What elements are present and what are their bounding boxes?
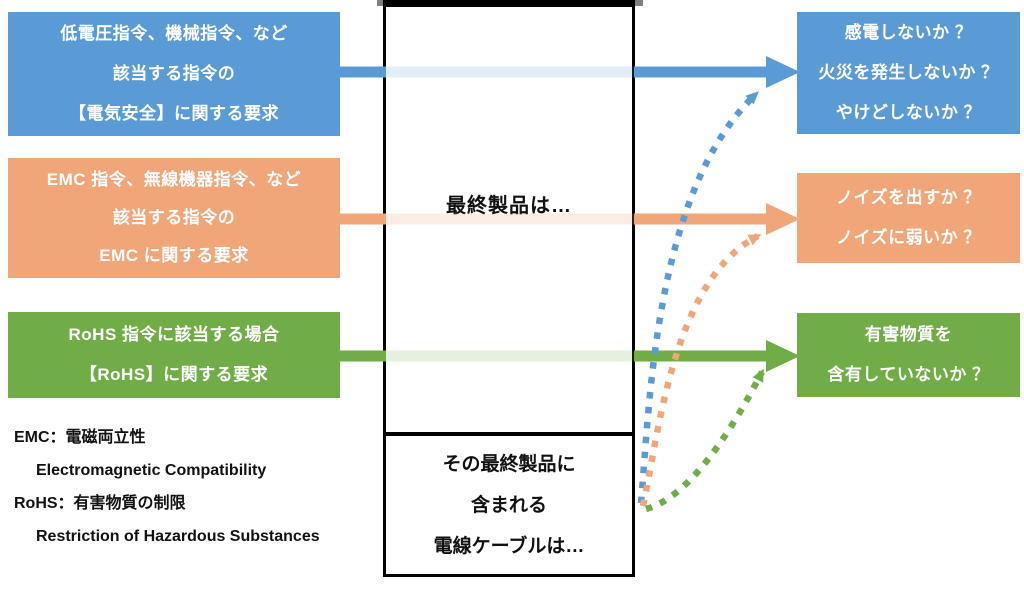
arrowhead (766, 340, 800, 372)
question-box-noise-line: ノイズを出すか ？ (836, 188, 981, 207)
abbreviation-legend: EMC：電磁両立性 Electromagnetic Compatibility … (14, 421, 320, 553)
question-box-safety-line: やけどしないか ？ (835, 103, 982, 122)
final-product-box: 最終製品は… (383, 0, 635, 435)
question-box-hazard-line: 含有していないか ？ (827, 365, 990, 384)
legend-emc-term: EMC：電磁両立性 (14, 429, 146, 446)
question-box-noise: ノイズを出すか ？ ノイズに弱いか ？ (797, 173, 1020, 263)
cable-box: その最終製品に 含まれる 電線ケーブルは… (383, 433, 635, 577)
cable-box-line: 電線ケーブルは… (433, 535, 585, 557)
question-box-hazard-line: 有害物質を (864, 325, 953, 344)
question-box-safety-line: 火災を発生しないか ？ (818, 63, 999, 82)
arrow-shaft (634, 213, 766, 225)
question-box-hazard: 有害物質を 含有していないか ？ (797, 313, 1020, 397)
top-right-handle (630, 0, 643, 6)
cable-box-line: 含まれる (470, 494, 547, 516)
legend-emc-expansion: Electromagnetic Compatibility (36, 462, 267, 479)
question-box-noise-line: ノイズに弱いか ？ (836, 228, 981, 247)
legend-rohs-term: RoHS：有害物質の制限 (14, 495, 186, 512)
directive-box-lvd-line: 低電圧指令、機械指令、など (60, 24, 288, 43)
directive-box-rohs-line: 【RoHS】に関する要求 (79, 365, 269, 384)
arrow-shaft (634, 350, 766, 362)
arrow-shaft (336, 66, 386, 78)
directive-box-lvd-line: 該当する指令の (112, 64, 236, 83)
directive-box-rohs: RoHS 指令に該当する場合 【RoHS】に関する要求 (8, 312, 340, 398)
dotted-arrow-cable-to-hazard (645, 368, 765, 513)
arrowhead (766, 56, 800, 88)
arrow-shaft (336, 213, 386, 225)
dotted-arrow-cable-to-noise (639, 233, 762, 507)
arrow-shaft (634, 66, 766, 78)
directive-box-lvd-line: 【電気安全】に関する要求 (69, 104, 279, 123)
question-box-safety-line: 感電しないか ？ (844, 23, 973, 42)
directive-box-lvd: 低電圧指令、機械指令、など 該当する指令の 【電気安全】に関する要求 (8, 12, 340, 136)
directive-box-emc-line: 該当する指令の (112, 208, 236, 227)
directive-box-emc: EMC 指令、無線機器指令、など 該当する指令の EMC に関する要求 (8, 158, 340, 278)
final-product-label: 最終製品は… (446, 195, 572, 217)
directive-box-emc-line: EMC に関する要求 (99, 246, 249, 265)
top-left-handle (377, 0, 388, 6)
legend-rohs-expansion: Restriction of Hazardous Substances (36, 528, 320, 545)
dotted-arrow-cable-to-safety (637, 91, 759, 504)
directive-box-emc-line: EMC 指令、無線機器指令、など (46, 170, 302, 189)
cable-box-line: その最終製品に (442, 453, 576, 475)
question-box-safety: 感電しないか ？ 火災を発生しないか ？ やけどしないか ？ (797, 12, 1020, 134)
arrowhead (766, 203, 800, 235)
arrow-shaft (336, 350, 386, 362)
directive-box-rohs-line: RoHS 指令に該当する場合 (68, 325, 280, 344)
